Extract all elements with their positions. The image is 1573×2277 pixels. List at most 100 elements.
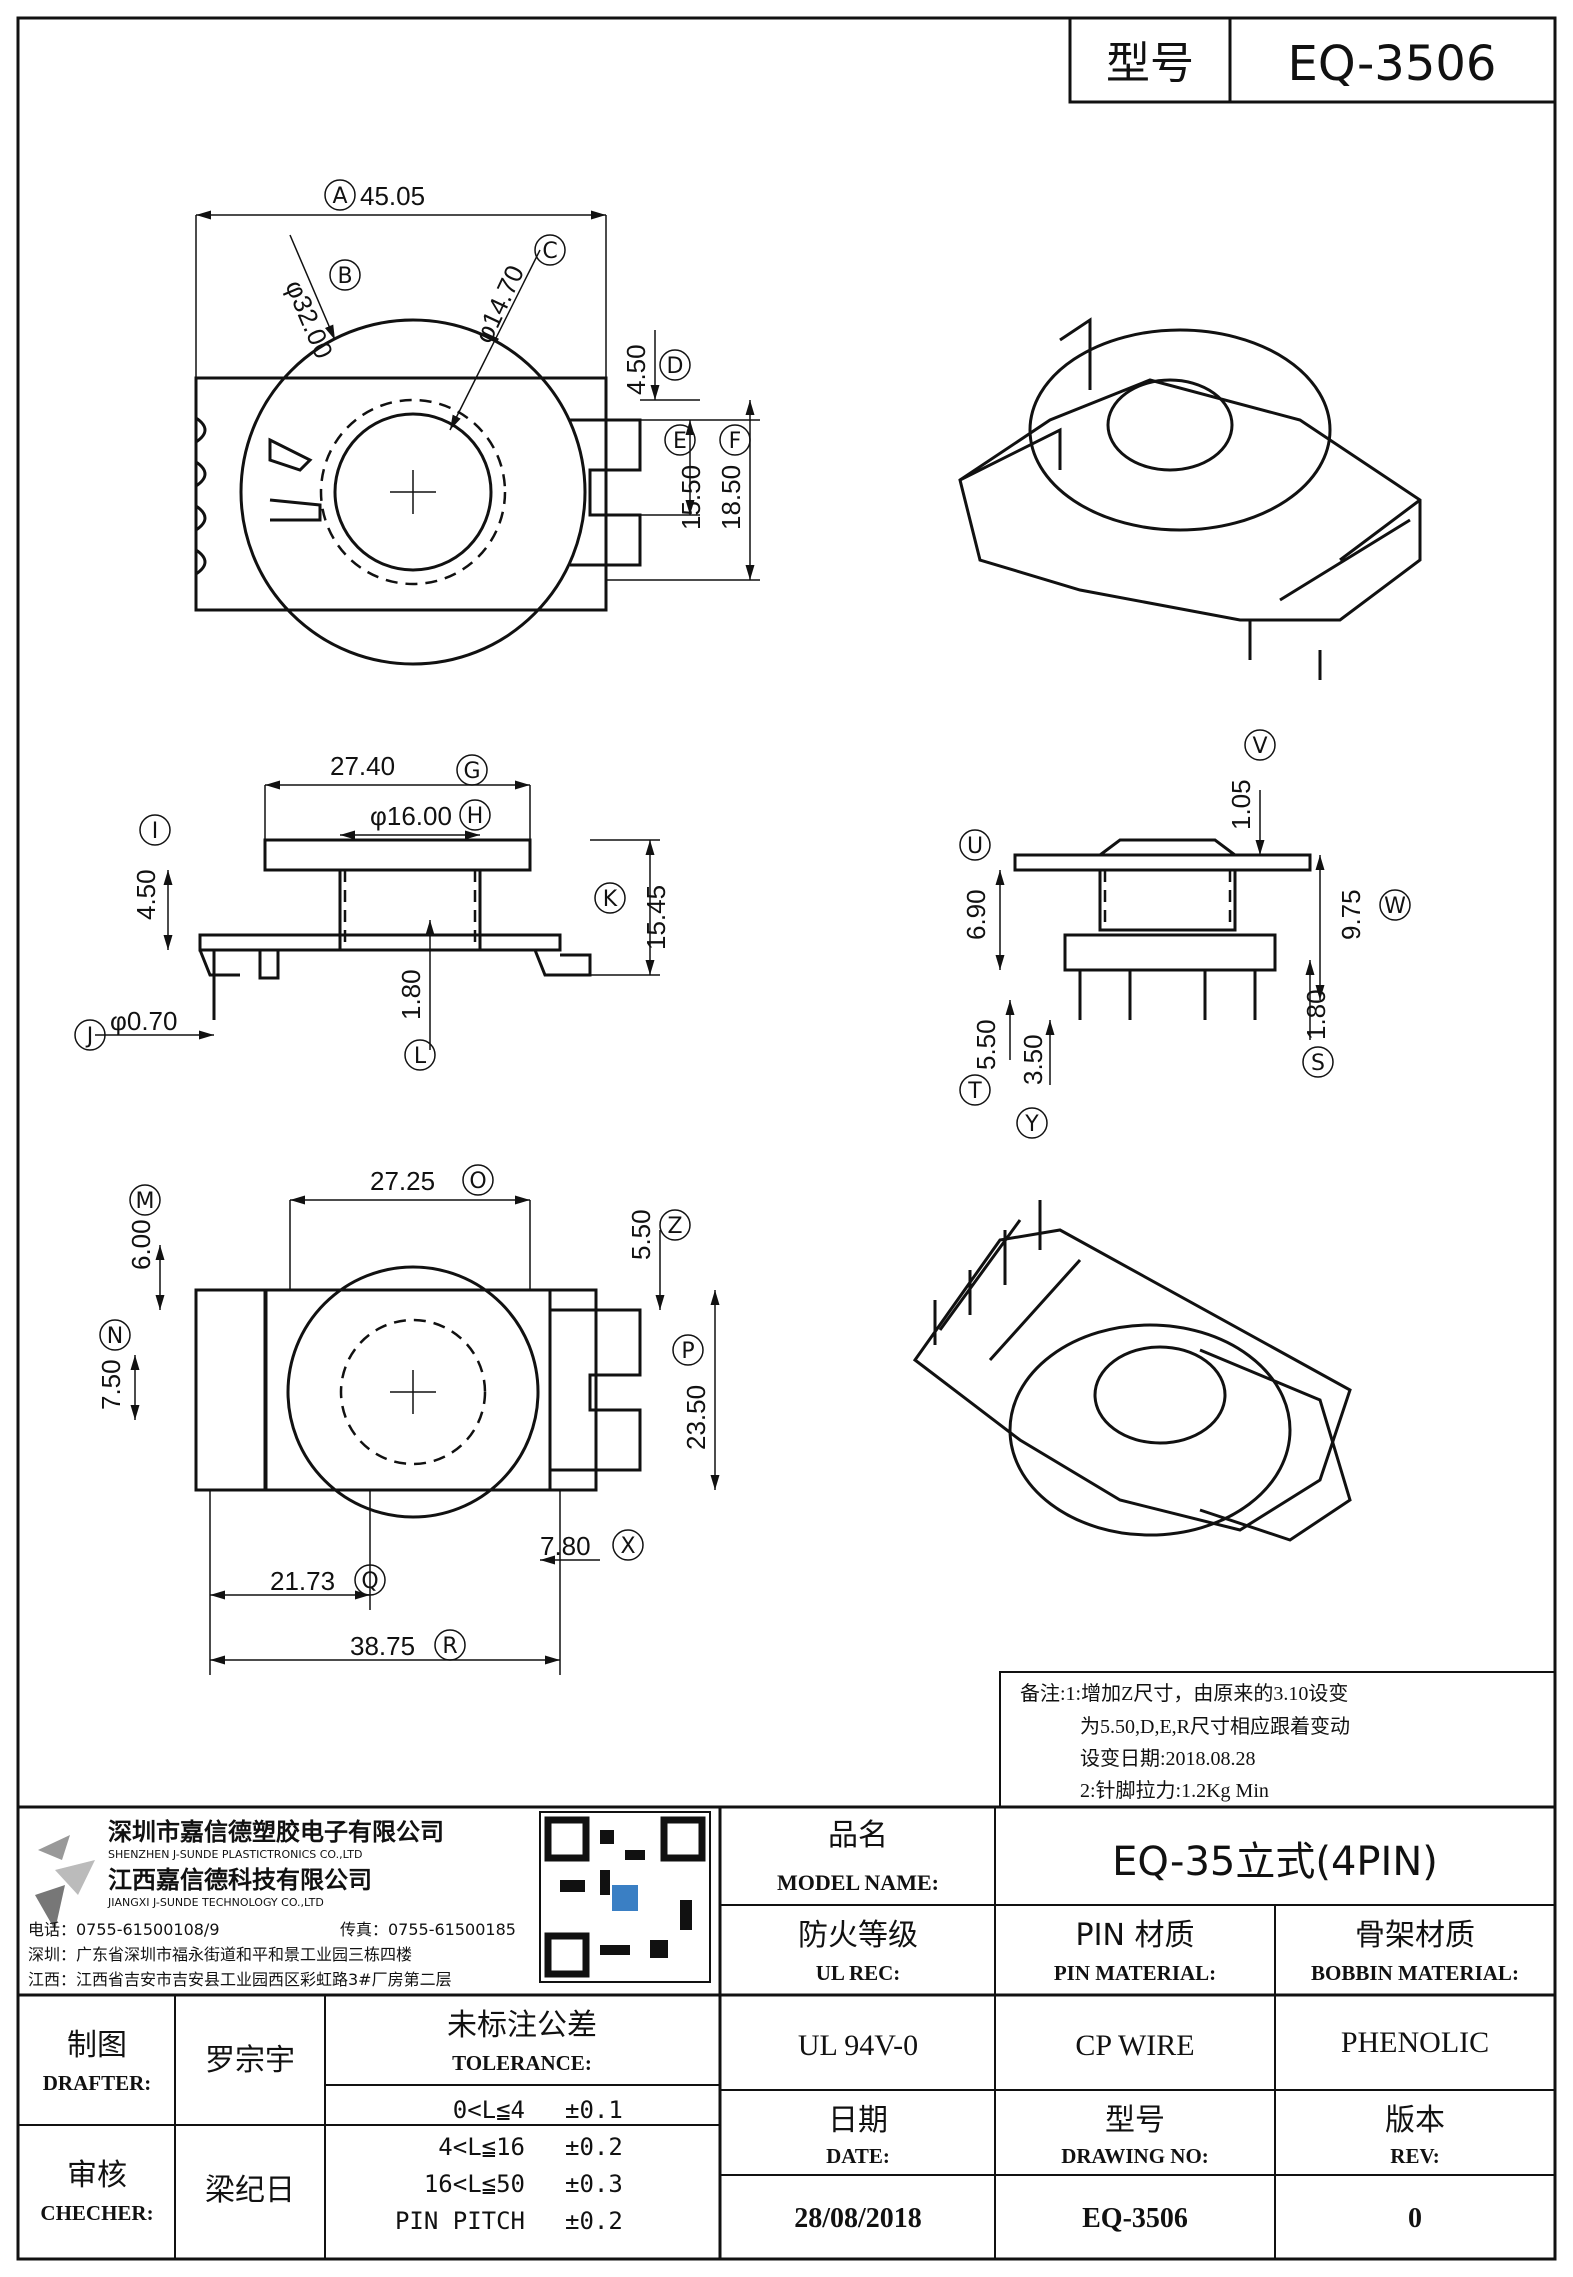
dim-h-value: φ16.00 xyxy=(370,801,452,831)
date-value: 28/08/2018 xyxy=(794,2203,922,2234)
marker-f: F xyxy=(719,424,751,456)
svg-text:K: K xyxy=(603,887,618,912)
drawing-no-cn: 型号 xyxy=(1105,2103,1165,2138)
svg-text:Z: Z xyxy=(667,1214,682,1239)
company-name-jx: 江西嘉信德科技有限公司 xyxy=(108,1866,372,1894)
marker-y: Y xyxy=(1016,1107,1048,1139)
checker-value: 梁纪日 xyxy=(205,2173,295,2208)
marker-e: E xyxy=(664,424,696,456)
qr-code xyxy=(539,1811,711,1983)
company-logo xyxy=(35,1835,95,1930)
company-tel: 电话：0755-61500108/9 xyxy=(28,1920,220,1939)
ul-value: UL 94V-0 xyxy=(798,2029,918,2062)
company-addr-sz: 深圳：广东省深圳市福永街道和平和景工业园三栋四楼 xyxy=(28,1945,412,1964)
svg-text:Q: Q xyxy=(361,1569,378,1594)
tolerance-value-1: ±0.1 xyxy=(565,2096,623,2124)
svg-text:T: T xyxy=(967,1079,982,1104)
front-view: 27.40 φ16.00 4.50 15.45 1.80 φ0.70 xyxy=(95,751,671,1050)
notes-line-3: 设变日期:2018.08.28 xyxy=(1080,1747,1256,1770)
marker-d: D xyxy=(659,349,691,381)
svg-text:O: O xyxy=(469,1169,486,1194)
model-name-en: MODEL NAME: xyxy=(777,1870,939,1895)
drafter-en: DRAFTER: xyxy=(43,2071,152,2095)
svg-text:P: P xyxy=(681,1339,694,1364)
svg-text:L: L xyxy=(414,1044,427,1069)
sheet-border xyxy=(16,16,1557,2261)
dim-u-value: 6.90 xyxy=(961,889,991,940)
dim-m-value: 6.00 xyxy=(126,1219,156,1270)
svg-text:N: N xyxy=(107,1324,123,1349)
dim-r-value: 38.75 xyxy=(350,1631,415,1661)
marker-u: U xyxy=(959,829,991,861)
ul-en: UL REC: xyxy=(816,1961,901,1985)
pin-material-cn: PIN 材质 xyxy=(1076,1918,1195,1953)
marker-k: K xyxy=(594,882,626,914)
marker-o: O xyxy=(462,1164,494,1196)
marker-p: P xyxy=(672,1334,704,1366)
tolerance-value-3: ±0.3 xyxy=(565,2170,623,2198)
svg-text:R: R xyxy=(442,1634,457,1659)
dim-l-value: 1.80 xyxy=(396,969,426,1020)
rev-cn: 版本 xyxy=(1385,2103,1445,2138)
drawing-no-value: EQ-3506 xyxy=(1082,2203,1188,2234)
svg-text:F: F xyxy=(729,429,742,454)
svg-text:E: E xyxy=(673,429,687,454)
drafter-cn: 制图 xyxy=(67,2028,127,2063)
date-cn: 日期 xyxy=(828,2103,888,2138)
side-view: 1.05 6.90 9.75 5.50 3.50 1.80 xyxy=(961,779,1366,1085)
marker-l: L xyxy=(404,1039,436,1071)
pin-material-value: CP WIRE xyxy=(1075,2029,1194,2062)
marker-x: X xyxy=(612,1529,644,1561)
svg-text:H: H xyxy=(467,804,484,829)
marker-t: T xyxy=(959,1074,991,1106)
tolerance-range-3: 16<L≦50 xyxy=(424,2170,525,2198)
dim-d-value: 4.50 xyxy=(621,344,651,395)
tolerance-range-1: 0<L≦4 xyxy=(453,2096,525,2124)
rev-en: REV: xyxy=(1390,2144,1439,2168)
marker-s: S xyxy=(1302,1046,1334,1078)
svg-text:S: S xyxy=(1311,1051,1325,1076)
company-fax: 传真：0755-61500185 xyxy=(340,1920,516,1939)
dim-n-value: 7.50 xyxy=(96,1359,126,1410)
marker-n: N xyxy=(99,1319,131,1351)
svg-text:X: X xyxy=(620,1534,635,1559)
drafter-value: 罗宗宇 xyxy=(205,2043,295,2078)
tolerance-cn: 未标注公差 xyxy=(447,2008,597,2043)
pin-material-en: PIN MATERIAL: xyxy=(1054,1961,1216,1985)
dim-j-value: φ0.70 xyxy=(110,1006,177,1036)
dim-f-value: 18.50 xyxy=(716,465,746,530)
marker-v: V xyxy=(1244,729,1276,761)
dim-t-value: 5.50 xyxy=(971,1019,1001,1070)
marker-j: J xyxy=(74,1019,106,1051)
drawing-no-en: DRAWING NO: xyxy=(1061,2144,1209,2168)
dim-z-value: 5.50 xyxy=(626,1209,656,1260)
dim-v-value: 1.05 xyxy=(1226,779,1256,830)
model-name-cn: 品名 xyxy=(828,1818,888,1853)
checker-en: CHECHER: xyxy=(40,2201,153,2225)
ul-cn: 防火等级 xyxy=(798,1918,918,1953)
dim-x-value: 7.80 xyxy=(540,1531,591,1561)
notes-line-4: 2:针脚拉力:1.2Kg Min xyxy=(1080,1779,1269,1802)
iso-view-top xyxy=(958,317,1422,680)
svg-text:Y: Y xyxy=(1024,1112,1039,1137)
marker-h: H xyxy=(459,799,491,831)
bobbin-material-cn: 骨架材质 xyxy=(1355,1918,1475,1953)
marker-w: W xyxy=(1379,889,1411,921)
tolerance-value-4: ±0.2 xyxy=(565,2207,623,2235)
tolerance-value-2: ±0.2 xyxy=(565,2133,623,2161)
svg-text:J: J xyxy=(85,1024,94,1049)
dim-o-value: 27.25 xyxy=(370,1166,435,1196)
dim-a-value: 45.05 xyxy=(360,181,425,211)
dim-s-value: 1.80 xyxy=(1301,989,1331,1040)
title-block: 深圳市嘉信德塑胶电子有限公司 SHENZHEN J-SUNDE PLASTICT… xyxy=(18,1805,1555,2259)
svg-text:W: W xyxy=(1384,894,1406,919)
bobbin-material-value: PHENOLIC xyxy=(1341,2026,1489,2059)
header-model-label: 型号 xyxy=(1106,38,1194,89)
marker-q: Q xyxy=(354,1564,386,1596)
svg-text:I: I xyxy=(152,819,159,844)
svg-text:D: D xyxy=(667,354,684,379)
notes-box: 备注:1:增加Z尺寸，由原来的3.10设变 为5.50,D,E,R尺寸相应跟着变… xyxy=(999,1671,1556,1808)
iso-view-bottom xyxy=(912,1200,1352,1542)
tolerance-range-4: PIN PITCH xyxy=(395,2207,525,2235)
